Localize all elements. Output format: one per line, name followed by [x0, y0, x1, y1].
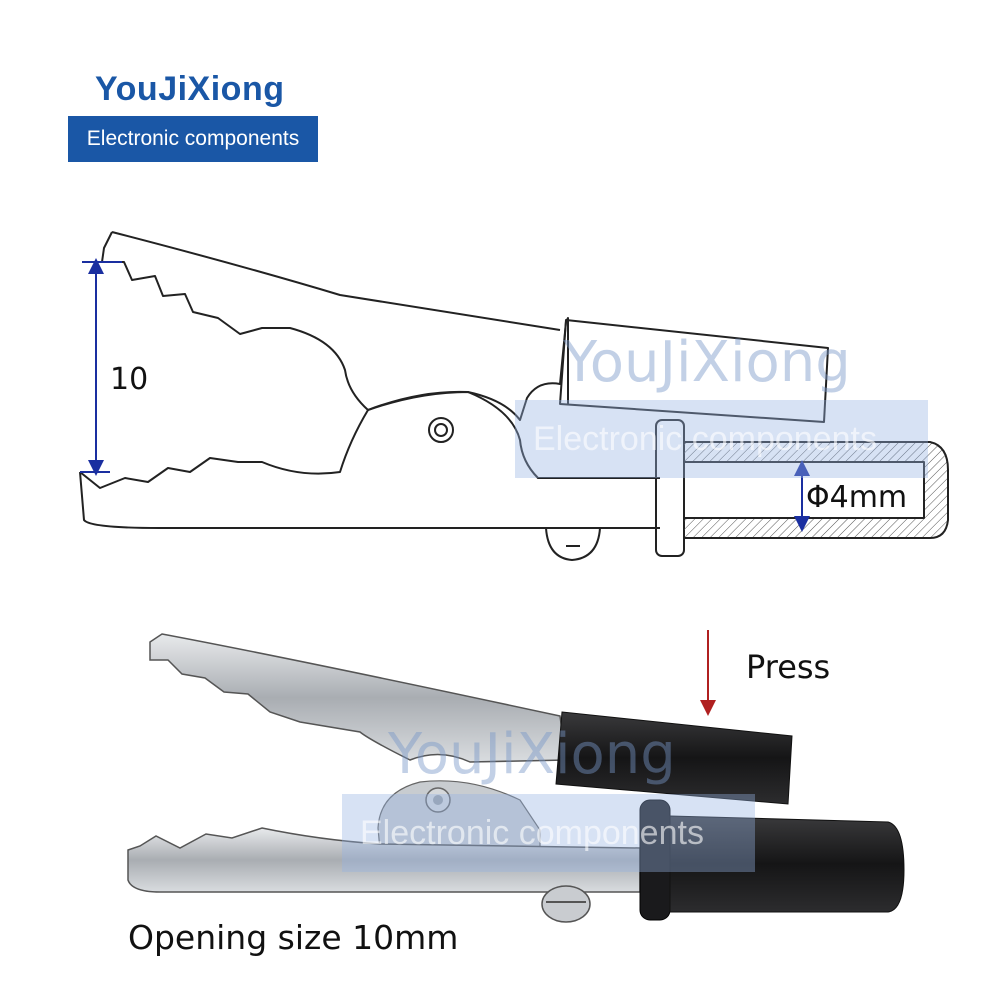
photo-pivot-rivet-center	[433, 795, 443, 805]
photo-screw	[541, 885, 591, 923]
photo-plug	[669, 815, 905, 913]
pivot-rivet-inner	[434, 423, 448, 437]
photo-pivot-plate	[377, 780, 541, 851]
lever-sleeve-outline	[559, 319, 829, 423]
watermark-title-top: YouJiXiong	[563, 330, 851, 395]
brand-title: YouJiXiong	[95, 70, 285, 108]
press-label: Press	[746, 648, 831, 686]
diameter-dimension-label: Φ4mm	[806, 480, 908, 515]
photo-lever-sleeve	[555, 711, 793, 805]
opening-size-caption: Opening size 10mm	[128, 918, 459, 957]
opening-dimension	[80, 258, 122, 476]
screw-head	[545, 527, 601, 561]
lower-jaw-outline	[79, 409, 660, 529]
upper-jaw-outline	[101, 231, 569, 421]
watermark-title-bottom: YouJiXiong	[388, 722, 676, 787]
clip-line-drawing	[79, 231, 949, 561]
photo-lower-jaw	[127, 827, 641, 893]
watermark-band-top: Electronic components	[515, 400, 928, 478]
photo-upper-jaw	[149, 633, 567, 763]
watermark-band-bottom: Electronic components	[342, 794, 755, 872]
opening-dimension-label: 10	[110, 362, 149, 397]
pivot-rivet-outer	[428, 417, 454, 443]
pivot-arc	[367, 391, 660, 479]
brand-banner: Electronic components	[68, 116, 318, 162]
clip-photo	[127, 633, 905, 923]
